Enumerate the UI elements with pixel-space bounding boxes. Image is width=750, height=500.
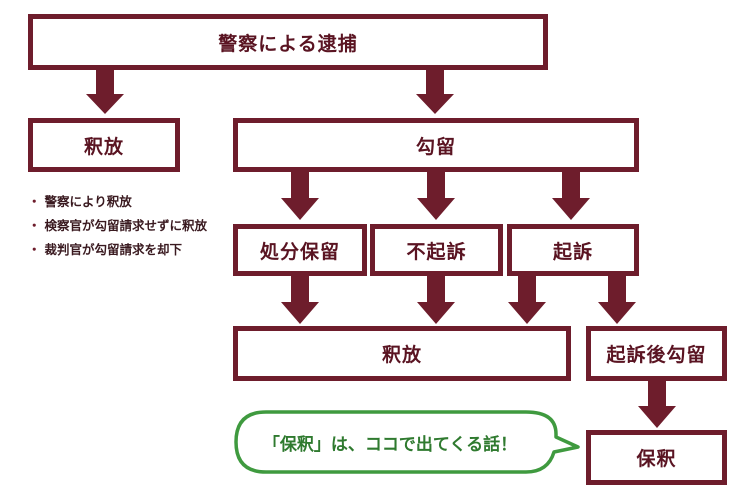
arrow-no-indict-to-release xyxy=(417,276,455,324)
bullet: ・ xyxy=(28,242,41,257)
release-box-top: 釈放 xyxy=(28,118,180,172)
speech-bubble-text: 「保釈」は、ココで出てくる話！ xyxy=(262,434,518,455)
arrow-detention-to-indict xyxy=(552,172,590,220)
indictment-box: 起訴 xyxy=(507,224,639,276)
release-reason-text: 検察官が勾留請求せずに釈放 xyxy=(44,218,208,233)
detention-box: 勾留 xyxy=(233,118,639,172)
bail-box: 保釈 xyxy=(586,430,727,485)
release-reason-item: ・警察により釈放 xyxy=(28,190,207,214)
suspended-box: 処分保留 xyxy=(233,224,367,276)
arrow-suspended-to-release xyxy=(281,276,319,324)
release-reason-text: 裁判官が勾留請求を却下 xyxy=(44,242,183,257)
no-indictment-box: 不起訴 xyxy=(370,224,503,276)
release-box-bottom: 釈放 xyxy=(233,326,571,381)
post-indictment-detention-box: 起訴後勾留 xyxy=(586,326,727,381)
release-reasons-list: ・警察により釈放 ・検察官が勾留請求せずに釈放 ・裁判官が勾留請求を却下 xyxy=(28,190,207,262)
release-reason-item: ・検察官が勾留請求せずに釈放 xyxy=(28,214,207,238)
arrow-arrest-to-detention xyxy=(416,70,454,114)
arrest-box: 警察による逮捕 xyxy=(28,14,548,70)
release-reason-text: 警察により釈放 xyxy=(44,194,132,209)
arrow-post-detention-to-bail xyxy=(638,381,676,428)
arrow-indict-to-release xyxy=(508,276,546,324)
arrow-indict-to-post-detention xyxy=(598,276,636,324)
arrow-detention-to-suspended xyxy=(281,172,319,220)
arrow-arrest-to-release xyxy=(86,70,124,114)
arrow-detention-to-no-indict xyxy=(417,172,455,220)
release-reason-item: ・裁判官が勾留請求を却下 xyxy=(28,238,207,262)
bullet: ・ xyxy=(28,194,41,209)
bullet: ・ xyxy=(28,218,41,233)
